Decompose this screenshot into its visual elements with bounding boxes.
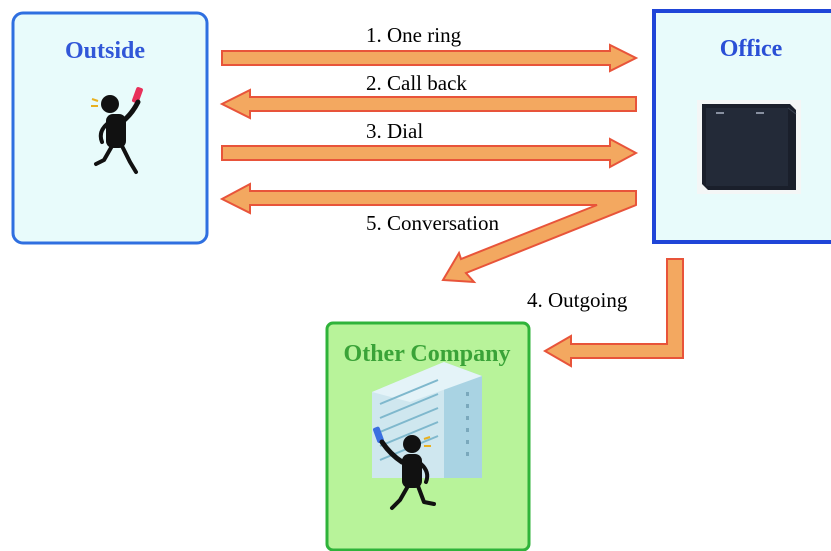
outgoing-arrow <box>542 258 684 368</box>
step-dial-label: 3. Dial <box>366 119 423 143</box>
step-conversation-label: 5. Conversation <box>366 211 499 235</box>
person-with-blue-phone-icon <box>373 426 436 510</box>
outside-title: Outside <box>65 38 145 64</box>
office-box: Office <box>652 9 831 244</box>
person-with-red-phone-icon <box>91 87 143 174</box>
one-ring-arrow <box>221 43 639 73</box>
step-call-back-label: 2. Call back <box>366 71 467 95</box>
step-outgoing-label: 4. Outgoing <box>527 288 628 312</box>
other-company-box: Other Company <box>325 321 531 551</box>
call-back-arrow <box>219 88 637 120</box>
outside-box: Outside <box>11 11 209 245</box>
pbx-unit-icon <box>697 100 801 194</box>
dial-arrow <box>221 137 639 169</box>
step-one-ring-label: 1. One ring <box>366 23 462 47</box>
other-company-title: Other Company <box>344 341 511 367</box>
conversation-arrow <box>219 182 637 284</box>
office-title: Office <box>720 36 783 62</box>
